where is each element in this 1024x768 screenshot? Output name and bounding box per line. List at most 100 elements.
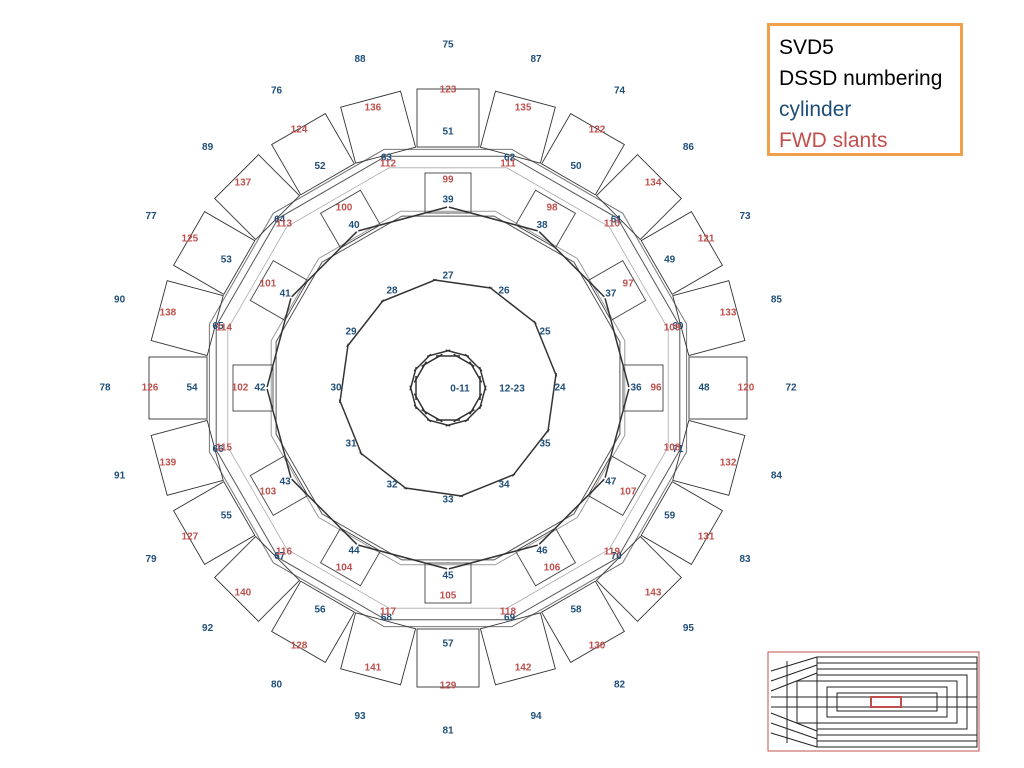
layer3-box-rect [514,527,577,587]
layer5b-label: 88 [354,54,366,65]
outer-box-a [172,211,256,295]
layer3-box-rect [319,189,382,249]
layer2-label: 34 [498,480,510,491]
layer4-slant-label: 109 [664,323,681,334]
outer-box-a [271,580,355,664]
layer2-label: 25 [539,327,551,338]
layer4-slant-label: 114 [216,323,233,334]
layer2-label: 24 [554,383,566,394]
layer3-label: 43 [280,477,292,488]
layer3-box-rect [424,562,472,604]
outer-box-a-rect [416,88,480,148]
outer-box-b-rect [479,90,556,164]
inner-ladder [409,385,418,410]
layer3-label: 45 [442,571,454,582]
layer2-label: 27 [442,271,454,282]
inner-ladder [478,385,487,410]
layer4b-label: 69 [504,613,516,624]
layer4b-label: 65 [213,321,225,332]
layer3-box-rect [587,454,647,517]
outer-box-b-rect [214,154,301,241]
inner-ladder [464,404,483,423]
layer3-box [319,527,382,587]
inner-ring-label: 0-11 [450,384,470,395]
layer5-slant-label: 141 [365,663,382,674]
outer-box-b [479,90,556,164]
outer-box-b-rect [595,535,682,622]
outer-box-b-rect [672,280,746,357]
outer-box-a-rect [172,481,256,565]
layer3-box [319,189,382,249]
outer-box-b-rect [479,612,556,686]
outer-box-b-rect [214,535,301,622]
layer4-label: 59 [664,511,676,522]
outer-box-a [640,481,724,565]
layer4b-label: 71 [672,444,684,455]
inner-ladder [409,366,418,391]
layer4-slant-label: 111 [500,159,516,170]
layer4-label: 48 [698,383,710,394]
layer4b-label: 67 [274,551,286,562]
layer3-box [514,527,577,587]
layer4b-label: 61 [611,214,623,225]
outer-box-b [672,280,746,357]
layer4-label: 50 [570,161,582,172]
layer4b-slant-label: 130 [589,641,606,652]
layer5b-label: 91 [114,471,126,482]
outer-box-b [340,612,417,686]
layer5-label: 75 [442,40,454,51]
layer4-label: 52 [314,161,326,172]
outer-box-b [214,535,301,622]
outer-box-a-rect [688,356,748,420]
legend-title: SVD5 [779,36,834,59]
outer-box-a-rect [541,580,625,664]
layer3-label: 39 [442,195,454,206]
layer4b-slant-label: 131 [698,532,715,543]
layer3-label: 41 [280,289,292,300]
outer-box-a [541,112,625,196]
layer2-ladder [346,299,385,348]
layer5-slant-label: 138 [160,308,177,319]
outer-ring-inner [227,167,669,609]
outer-box-a-rect [640,211,724,295]
layer3-slant-label: 97 [623,279,635,290]
layer2-ladder [459,473,516,498]
outer-box-b [150,419,224,496]
layer4b-label: 66 [213,444,225,455]
outer-box-b-rect [340,90,417,164]
layer4-label: 51 [442,127,454,138]
outer-box-b-rect [340,612,417,686]
layer4-slant-label: 113 [276,219,293,230]
layer3-box [232,364,274,412]
layer5b-label: 95 [683,623,695,634]
outer-box-b [479,612,556,686]
layer2-ladder [403,487,464,497]
layer5-slant-label: 139 [160,458,177,469]
layer5b-label: 90 [114,295,126,306]
layer3-slant-label: 104 [336,563,353,574]
layer2-ladder [432,279,493,289]
outer-box-a [416,88,480,148]
layer3-box-rect [514,189,577,249]
layer5-label: 81 [442,726,454,737]
outer-box-a [172,481,256,565]
layer5b-label: 84 [771,471,783,482]
layer5-slant-label: 142 [515,663,532,674]
layer3-slant-label: 102 [232,383,249,394]
legend-box: SVD5 DSSD numbering cylinder FWD slants [767,23,963,156]
layer4b-slant-label: 120 [738,383,755,394]
layer4-slant-label: 119 [604,547,621,558]
layer3-slant-label: 106 [544,563,561,574]
outer-box-a-rect [148,356,208,420]
outer-box-b [150,280,224,357]
layer4b-label: 62 [504,153,516,164]
layer4-slant-label: 118 [500,607,517,618]
layer5-label: 82 [614,680,626,691]
layer4-slant-label: 110 [604,219,621,230]
layer3-label: 37 [605,289,617,300]
layer3-box-rect [232,364,274,412]
layer4-label: 57 [442,639,454,650]
outer-ring-a [215,155,681,621]
outer-box-a [541,580,625,664]
layer4b-label: 60 [672,321,684,332]
